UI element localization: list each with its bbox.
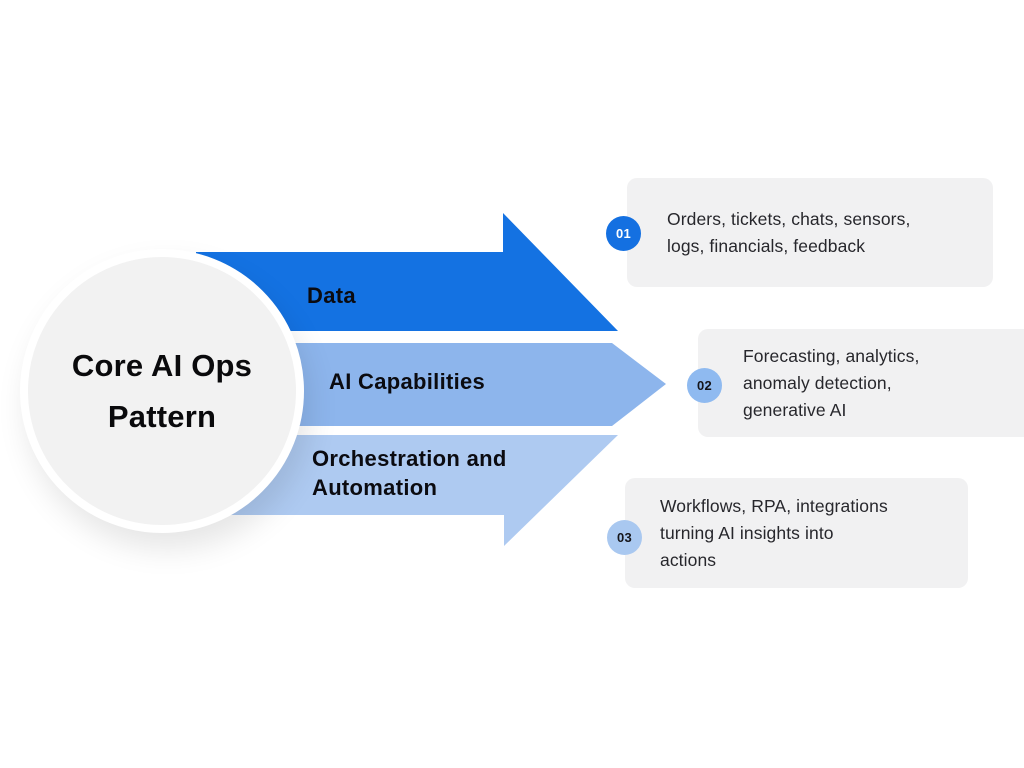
ai-capabilities-arrow-label: AI Capabilities [329,367,485,396]
step-badge-02: 02 [687,368,722,403]
diagram-title-line1: Core AI Ops [71,348,253,383]
card-data-text-line1: Orders, tickets, chats, sensors, [667,208,911,229]
card-orchestration-text-line2: turning AI insights into [660,522,834,543]
card-orchestration-examples: Workflows, RPA, integrations turning AI … [625,478,968,588]
data-arrow-shape [196,213,618,331]
card-ai-capabilities-examples: Forecasting, analytics, anomaly detectio… [698,329,1024,437]
card-ai-text-line1: Forecasting, analytics, [743,345,920,366]
card-orchestration-text-line1: Workflows, RPA, integrations [660,495,888,516]
orchestration-arrow-label-line1: Orchestration and [312,446,507,471]
ai-capabilities-arrow-label-line: AI Capabilities [329,369,486,394]
data-arrow-label: Data [307,281,356,310]
step-badge-01: 01 [606,216,641,251]
card-ai-text-line2: anomaly detection, [743,372,892,393]
orchestration-arrow-shape [196,435,618,546]
card-orchestration-text-line3: actions [660,549,717,570]
step-badge-03: 03 [607,520,642,555]
card-data-examples: Orders, tickets, chats, sensors, logs, f… [627,178,993,287]
orchestration-arrow-label-line2: Automation [312,475,438,500]
data-arrow-label-line: Data [307,283,356,308]
card-ai-text-line3: generative AI [743,399,847,420]
orchestration-arrow-label: Orchestration and Automation [312,444,507,502]
ai-capabilities-arrow-shape [196,343,666,426]
diagram-title-line2: Pattern [107,399,217,434]
hub-circle: Core AI Ops Pattern [20,249,304,533]
card-data-text-line2: logs, financials, feedback [667,235,866,256]
